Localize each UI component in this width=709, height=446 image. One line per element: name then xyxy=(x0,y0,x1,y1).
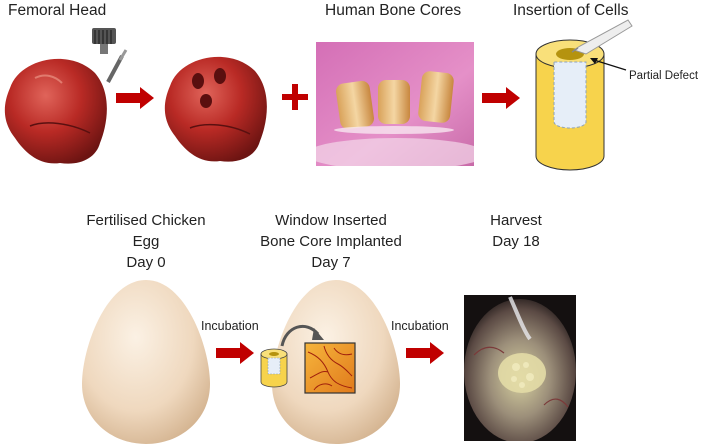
plus-icon xyxy=(282,84,308,110)
trephine-drill-icon xyxy=(92,28,128,83)
femoral-head-label: Femoral Head xyxy=(8,2,107,19)
incubation-label-2: Incubation xyxy=(391,319,449,333)
harvest-photo xyxy=(464,295,576,441)
bone-cores-photo xyxy=(316,42,474,166)
arrow-right-icon xyxy=(482,87,520,109)
arrow-right-icon xyxy=(116,87,154,109)
femoral-head-image xyxy=(4,58,107,164)
day18-label-line1: Harvest xyxy=(490,212,542,229)
bone-core-cylinder-diagram xyxy=(535,19,633,171)
cam-window-icon xyxy=(304,342,356,394)
incubation-label-1: Incubation xyxy=(201,319,259,333)
arrow-right-icon xyxy=(406,342,444,364)
day7-label-line2: Bone Core Implanted xyxy=(260,233,402,250)
day0-label-line2: Egg xyxy=(132,233,160,250)
day7-label-line3: Day 7 xyxy=(311,254,351,271)
day7-label-line1: Window Inserted xyxy=(275,212,387,229)
arrow-right-icon xyxy=(216,342,254,364)
egg-day0-image xyxy=(82,280,210,444)
day18-label-line2: Day 18 xyxy=(492,233,540,250)
insertion-of-cells-label: Insertion of Cells xyxy=(513,2,629,19)
day0-label-line1: Fertilised Chicken xyxy=(86,212,206,229)
day0-label-line3: Day 0 xyxy=(126,254,166,271)
bone-cores-label: Human Bone Cores xyxy=(325,2,462,19)
curved-arrow-icon xyxy=(280,324,324,347)
partial-defect-label: Partial Defect xyxy=(629,70,699,82)
bone-core-small-icon xyxy=(260,348,288,388)
femoral-head-cored-image xyxy=(164,56,267,162)
